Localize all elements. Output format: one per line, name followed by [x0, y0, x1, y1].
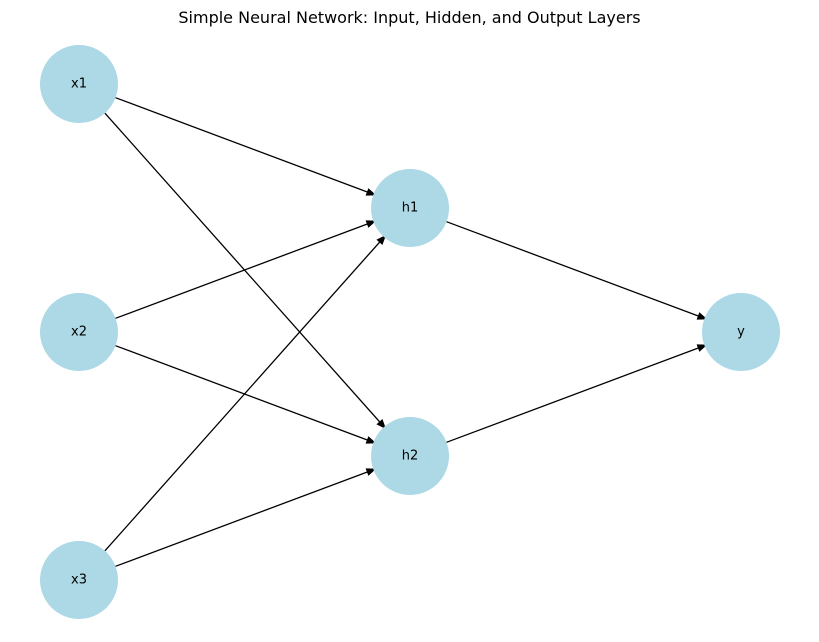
edge-x1-h1 — [115, 97, 377, 196]
node-label-h1: h1 — [402, 201, 419, 216]
node-circle-x2 — [40, 293, 118, 371]
node-label-x3: x3 — [71, 573, 87, 588]
node-h2: h2 — [371, 417, 449, 495]
node-y: y — [702, 293, 780, 371]
edge-x3-h2 — [115, 468, 377, 567]
edge-h1-y — [446, 221, 708, 320]
node-x3: x3 — [40, 541, 118, 619]
node-label-h2: h2 — [402, 449, 419, 464]
edge-x2-h2 — [115, 345, 377, 444]
node-circle-h1 — [371, 169, 449, 247]
node-label-x1: x1 — [71, 77, 87, 92]
node-circle-y — [702, 293, 780, 371]
diagram-title: Simple Neural Network: Input, Hidden, an… — [178, 8, 641, 27]
node-label-x2: x2 — [71, 325, 87, 340]
edge-x1-h2 — [104, 112, 387, 430]
node-label-y: y — [737, 325, 745, 340]
edge-x2-h1 — [115, 220, 377, 319]
edges-layer — [104, 97, 708, 567]
nodes-layer: x1 x2 x3 h1 h2 y — [40, 45, 780, 619]
node-circle-x1 — [40, 45, 118, 123]
node-h1: h1 — [371, 169, 449, 247]
edge-x3-h1 — [104, 234, 387, 552]
node-circle-x3 — [40, 541, 118, 619]
node-x2: x2 — [40, 293, 118, 371]
node-circle-h2 — [371, 417, 449, 495]
edge-h2-y — [446, 344, 708, 443]
node-x1: x1 — [40, 45, 118, 123]
